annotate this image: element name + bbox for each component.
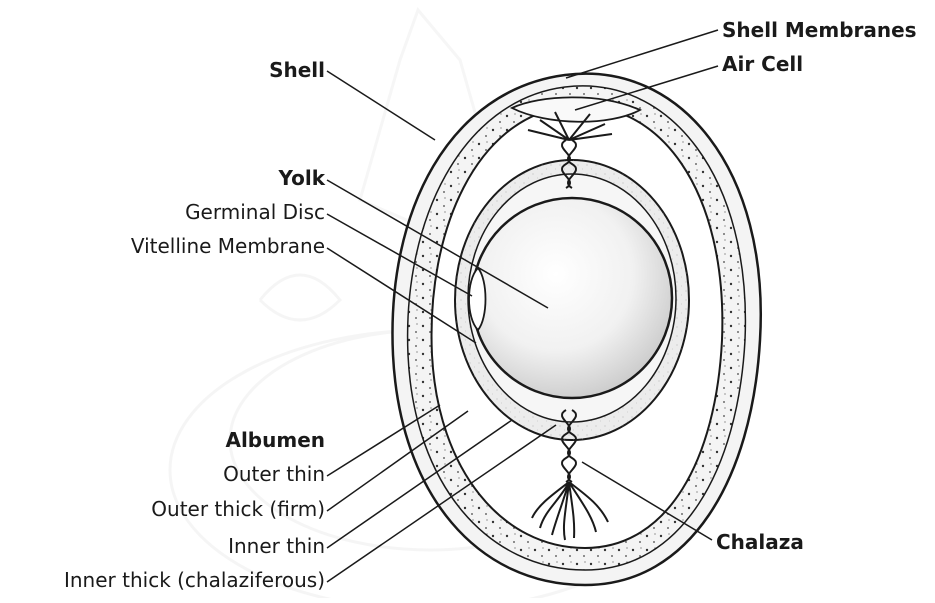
label-albumen: Albumen	[225, 428, 325, 452]
leader-shell-membranes	[566, 30, 718, 78]
label-shell: Shell	[269, 58, 325, 82]
label-outer-thin: Outer thin	[223, 462, 325, 486]
germinal-disc	[469, 268, 486, 330]
label-air-cell: Air Cell	[722, 52, 803, 76]
label-yolk: Yolk	[278, 166, 325, 190]
label-shell-membranes: Shell Membranes	[722, 18, 917, 42]
label-vitelline-membrane: Vitelline Membrane	[131, 234, 325, 258]
label-inner-thick: Inner thick (chalaziferous)	[64, 568, 325, 592]
label-inner-thin: Inner thin	[228, 534, 325, 558]
label-chalaza: Chalaza	[716, 530, 804, 554]
label-outer-thick: Outer thick (firm)	[151, 497, 325, 521]
label-germinal-disc: Germinal Disc	[185, 200, 325, 224]
yolk	[472, 198, 672, 398]
